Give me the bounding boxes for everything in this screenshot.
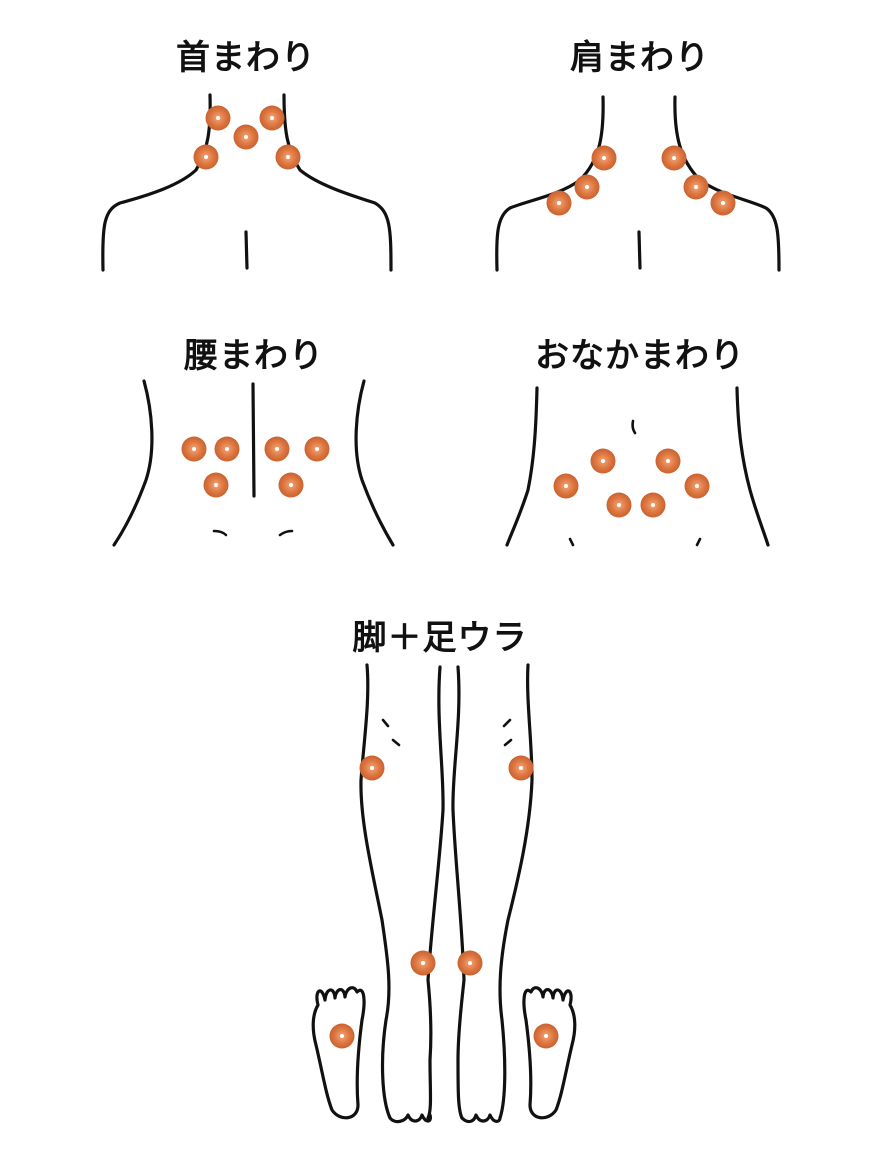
shoulder-disc-marker <box>661 145 687 171</box>
neck-title: 首まわり <box>176 38 316 78</box>
neck-disc-marker <box>193 144 219 170</box>
abdomen-disc-marker <box>655 448 681 474</box>
abdomen-disc-marker <box>553 473 579 499</box>
shoulder-disc-marker <box>683 174 709 200</box>
lower-back-title: 腰まわり <box>184 336 324 376</box>
lower-back-disc-marker <box>214 436 240 462</box>
neck-disc-marker <box>233 124 259 150</box>
lower-back-disc-marker <box>181 436 207 462</box>
abdomen-disc-marker <box>590 448 616 474</box>
legs-soles-disc-marker <box>359 755 385 781</box>
lower-back-outline <box>112 379 395 547</box>
lower-back-disc-marker <box>264 436 290 462</box>
lower-back-disc-marker <box>304 436 330 462</box>
neck-disc-marker <box>205 105 231 131</box>
neck-disc-marker <box>275 144 301 170</box>
legs-soles-disc-marker <box>329 1023 355 1049</box>
shoulder-disc-marker <box>546 190 572 216</box>
copper-discs <box>181 105 736 1049</box>
legs-outline <box>359 663 534 1124</box>
legs-soles-disc-marker <box>533 1023 559 1049</box>
shoulder-disc-marker <box>574 174 600 200</box>
lower-back-disc-marker <box>278 472 304 498</box>
abdomen-title: おなかまわり <box>535 336 745 376</box>
legs-soles-disc-marker <box>457 950 483 976</box>
abdomen-disc-marker <box>640 492 666 518</box>
shoulder-disc-marker <box>710 190 736 216</box>
abdomen-disc-marker <box>606 492 632 518</box>
left-sole-outline <box>311 986 366 1120</box>
shoulder-disc-marker <box>591 145 617 171</box>
abdomen-outline <box>505 386 770 547</box>
neck-disc-marker <box>259 105 285 131</box>
right-sole-outline <box>522 986 577 1120</box>
lower-back-disc-marker <box>203 472 229 498</box>
neck-back-outline <box>101 93 393 272</box>
legs-soles-disc-marker <box>508 755 534 781</box>
legs-soles-disc-marker <box>410 950 436 976</box>
abdomen-disc-marker <box>684 473 710 499</box>
legs-soles-title: 脚＋足ウラ <box>352 618 528 658</box>
shoulder-title: 肩まわり <box>570 38 710 78</box>
shoulder-back-outline <box>495 95 781 272</box>
